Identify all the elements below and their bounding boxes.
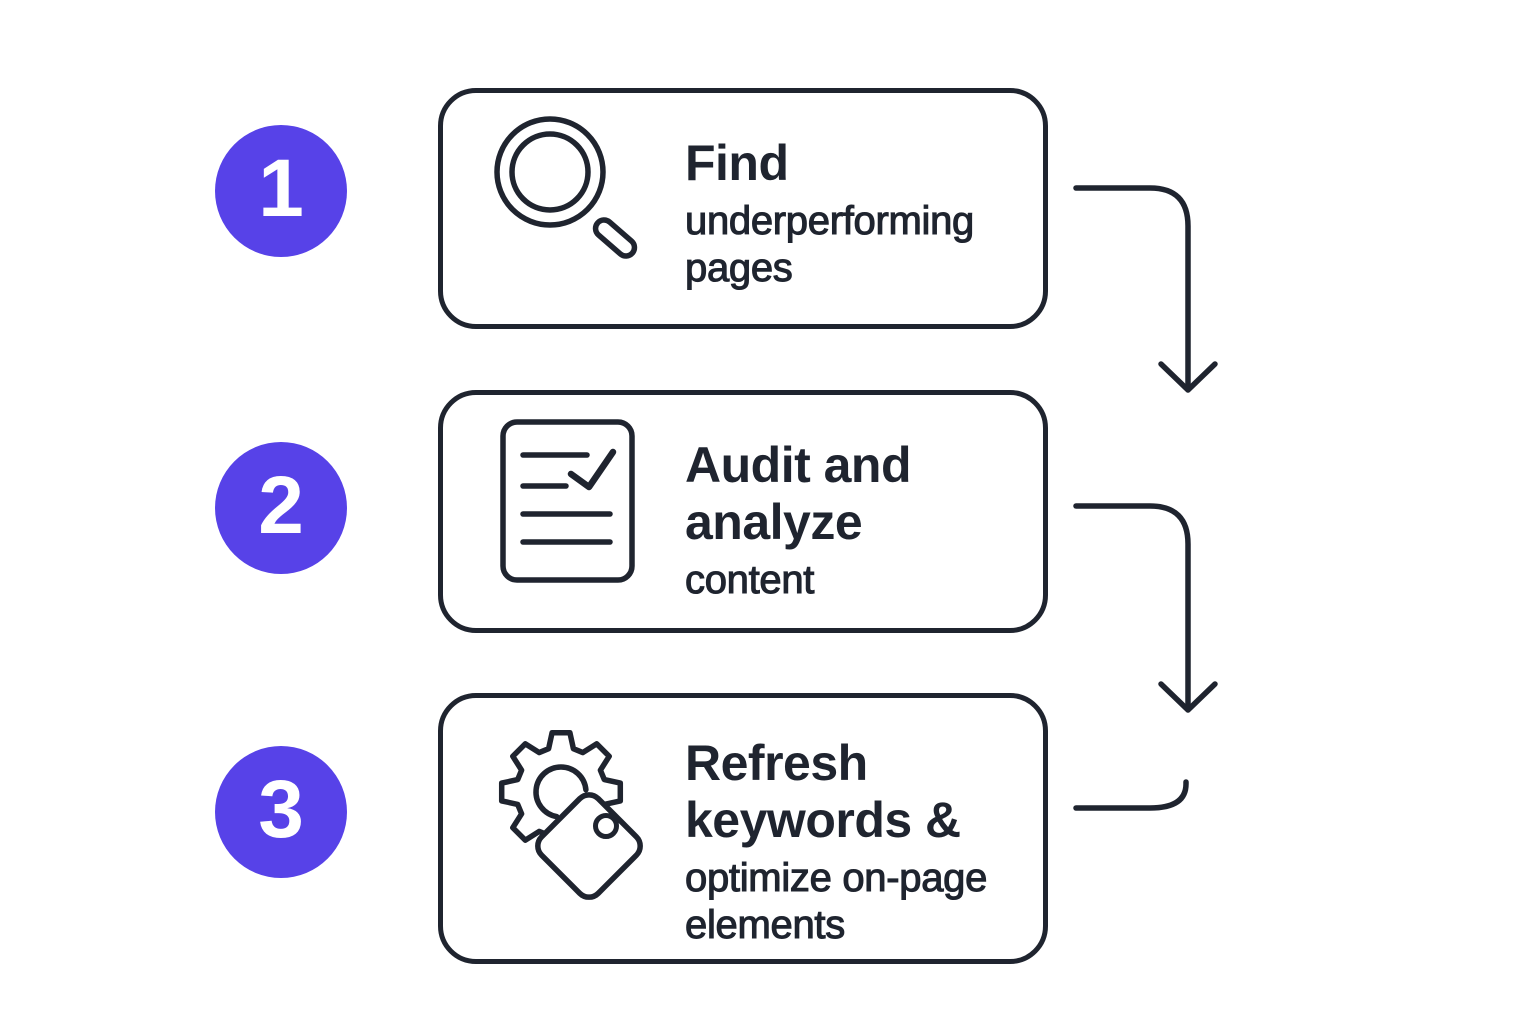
step-subtitle-line: content — [684, 557, 815, 602]
step-number-1: 1 — [258, 143, 304, 234]
step-badge-2: 2 — [215, 442, 347, 574]
step-card-text: Find underperforming pages — [684, 135, 974, 292]
arrow-connector-into-step3 — [1073, 779, 1189, 811]
step-title-line: Refresh — [685, 735, 868, 791]
arrow-step2-to-step3 — [1073, 503, 1218, 713]
step-card-audit-content: Audit and analyze content — [438, 390, 1048, 633]
step-number-2: 2 — [258, 460, 304, 551]
step-title-line: analyze — [685, 494, 863, 550]
arrow-step1-to-step2 — [1073, 185, 1218, 393]
step-subtitle-line: elements — [684, 902, 845, 947]
step-title-line: Audit and — [685, 437, 912, 493]
step-card-find-pages: Find underperforming pages — [438, 88, 1048, 329]
arrowhead-down-icon — [1158, 361, 1218, 393]
step-subtitle: optimize on-page elements — [684, 855, 988, 949]
step-subtitle: content — [684, 557, 911, 604]
step-title-line: keywords & — [685, 792, 961, 848]
step-number-3: 3 — [258, 764, 304, 855]
step-subtitle-line: underperforming — [684, 198, 974, 243]
step-card-text: Audit and analyze content — [684, 437, 912, 604]
step-title: Refresh keywords & — [685, 735, 987, 849]
step-title: Audit and analyze — [685, 437, 912, 551]
step-subtitle-line: pages — [684, 245, 793, 290]
step-subtitle-line: optimize on-page — [684, 855, 988, 900]
step-badge-3: 3 — [215, 746, 347, 878]
arrowhead-down-icon — [1158, 681, 1218, 713]
step-title-line: Find — [685, 135, 789, 191]
step-card-refresh-keywords: Refresh keywords & optimize on-page elem… — [438, 693, 1048, 964]
step-title: Find — [685, 135, 974, 192]
step-card-text: Refresh keywords & optimize on-page elem… — [684, 735, 988, 949]
step-badge-1: 1 — [215, 125, 347, 257]
step-subtitle: underperforming pages — [684, 198, 974, 292]
